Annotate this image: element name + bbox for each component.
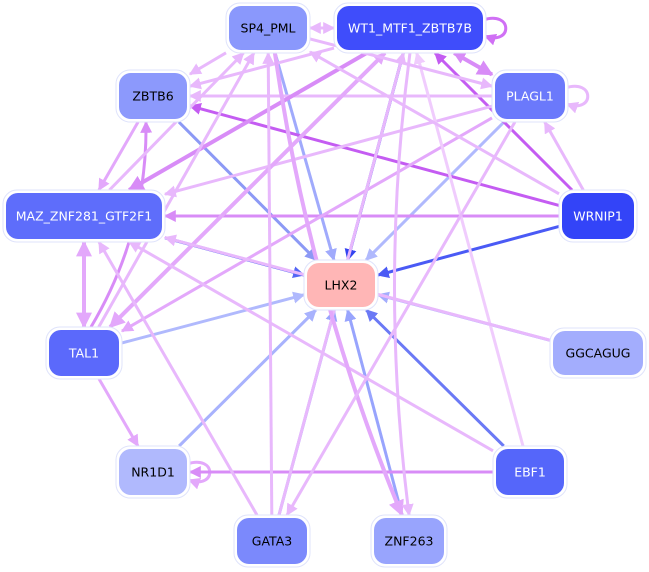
node-label: GGCAGUG: [566, 346, 631, 361]
node-label: EBF1: [514, 465, 546, 480]
node-label: ZBTB6: [132, 89, 173, 104]
edge-plagl1-to-lhx2: [364, 120, 506, 262]
edge-wt1_mtf1_zbtb7b-to-wt1_mtf1_zbtb7b: [482, 16, 508, 46]
node-nr1d1[interactable]: NR1D1: [115, 445, 191, 499]
edge-sp4_pml-to-zbtb6: [188, 51, 227, 76]
edge-ebf1-to-lhx2: [365, 308, 505, 448]
edge-wrnip1-to-lhx2: [376, 225, 560, 279]
node-label: MAZ_ZNF281_GTF2F1: [16, 209, 153, 224]
edge-gata3-to-maz_znf281_gtf2f1: [97, 240, 259, 516]
node-box[interactable]: [119, 73, 187, 119]
node-box[interactable]: [496, 449, 564, 495]
node-label: WRNIP1: [573, 209, 623, 224]
node-box[interactable]: [307, 263, 375, 307]
edge-plagl1-to-plagl1: [564, 84, 590, 114]
edges-layer: [76, 16, 590, 517]
edge-wrnip1-to-sp4_pml: [308, 50, 560, 196]
edge-gata3-to-sp4_pml: [262, 51, 275, 516]
node-box[interactable]: [6, 193, 162, 239]
node-label: LHX2: [325, 278, 358, 293]
edge-wt1_mtf1_zbtb7b-to-maz_znf281_gtf2f1: [127, 51, 368, 192]
node-wrnip1[interactable]: WRNIP1: [558, 189, 638, 243]
node-box[interactable]: [553, 331, 643, 375]
node-box[interactable]: [337, 6, 483, 50]
node-box[interactable]: [119, 449, 187, 495]
edge-wrnip1-to-plagl1: [543, 120, 585, 191]
node-label: SP4_PML: [241, 21, 296, 36]
node-sp4-pml[interactable]: SP4_PML: [225, 2, 311, 54]
node-lhx2[interactable]: LHX2: [303, 259, 379, 311]
edge-tal1-to-wt1_mtf1_zbtb7b: [109, 51, 386, 329]
node-label: NR1D1: [131, 465, 175, 480]
node-box[interactable]: [562, 193, 634, 239]
edge-plagl1-to-wt1_mtf1_zbtb7b: [453, 51, 493, 76]
edge-zbtb6-to-maz_znf281_gtf2f1: [97, 121, 140, 192]
node-znf263[interactable]: ZNF263: [370, 514, 448, 568]
node-box[interactable]: [495, 73, 565, 119]
node-label: ZNF263: [385, 534, 434, 549]
edge-ebf1-to-wt1_mtf1_zbtb7b: [413, 51, 525, 447]
node-ggcagug[interactable]: GGCAGUG: [549, 327, 647, 379]
node-label: TAL1: [68, 346, 99, 361]
node-maz-znf281-gtf2f1[interactable]: MAZ_ZNF281_GTF2F1: [2, 189, 166, 243]
edge-nr1d1-to-lhx2: [178, 308, 317, 448]
node-gata3[interactable]: GATA3: [233, 514, 311, 568]
node-label: WT1_MTF1_ZBTB7B: [348, 21, 472, 36]
node-box[interactable]: [374, 518, 444, 564]
node-zbtb6[interactable]: ZBTB6: [115, 69, 191, 123]
node-label: PLAGL1: [506, 89, 554, 104]
node-plagl1[interactable]: PLAGL1: [491, 69, 569, 123]
edge-tal1-to-nr1d1: [97, 378, 140, 448]
edge-plagl1-to-maz_znf281_gtf2f1: [163, 104, 493, 198]
node-label: GATA3: [252, 534, 292, 549]
edge-tal1-to-lhx2: [121, 291, 306, 345]
node-tal1[interactable]: TAL1: [45, 326, 123, 380]
node-box[interactable]: [49, 330, 119, 376]
node-box[interactable]: [237, 518, 307, 564]
edge-tal1-to-sp4_pml: [97, 51, 256, 328]
edge-plagl1-to-gata3: [285, 121, 517, 517]
edge-ebf1-to-maz_znf281_gtf2f1: [128, 240, 494, 453]
edge-znf263-to-lhx2: [344, 308, 404, 516]
node-wt1-mtf1-zbtb7b[interactable]: WT1_MTF1_ZBTB7B: [333, 2, 487, 54]
node-box[interactable]: [229, 6, 307, 50]
edge-wt1_mtf1_zbtb7b-to-znf263: [393, 52, 414, 517]
node-ebf1[interactable]: EBF1: [492, 445, 568, 499]
